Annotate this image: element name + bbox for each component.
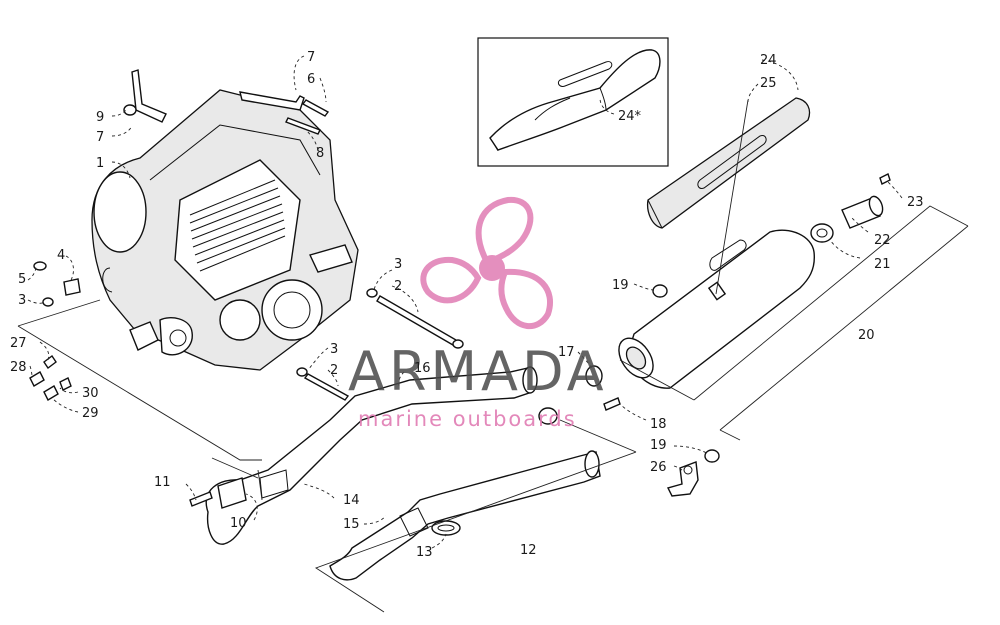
washer-5 <box>33 261 47 271</box>
grommet-19-lower <box>704 449 720 463</box>
callout-1: 1 <box>96 156 104 171</box>
callout-30: 30 <box>82 386 99 401</box>
callout-19-lower: 19 <box>650 438 667 453</box>
callout-2-right: 2 <box>394 279 402 294</box>
callout-28: 28 <box>10 360 27 375</box>
mount-strap <box>239 91 305 111</box>
callout-11: 11 <box>154 475 171 490</box>
leader-lines <box>27 55 903 549</box>
head-pipe-14 <box>205 366 538 545</box>
callout-7-top: 7 <box>307 50 315 65</box>
bolt-11 <box>189 491 213 507</box>
engine-assembly <box>91 89 359 371</box>
propeller-logo <box>420 196 553 330</box>
callout-22: 22 <box>874 233 891 248</box>
callout-27: 27 <box>10 336 27 351</box>
stud-27 <box>43 354 57 370</box>
inset-heat-shield-box <box>477 37 669 167</box>
callout-4: 4 <box>57 248 65 263</box>
callout-24-star: 24* <box>618 109 642 124</box>
callout-19-upper: 19 <box>612 278 629 293</box>
callout-2-lower: 2 <box>330 363 338 378</box>
callout-21: 21 <box>874 257 891 272</box>
callout-3-right: 3 <box>394 257 402 272</box>
washer-30 <box>59 377 72 391</box>
mid-pipe-15 <box>329 450 601 581</box>
callout-23: 23 <box>907 195 924 210</box>
callout-labels: 1 9 7 4 5 3 7 6 8 3 2 3 2 27 28 30 29 11… <box>10 50 924 560</box>
callout-3-lower: 3 <box>330 342 338 357</box>
callout-29: 29 <box>82 406 99 421</box>
callout-26: 26 <box>650 460 667 475</box>
callout-3-left: 3 <box>18 293 26 308</box>
nut-28 <box>29 371 45 387</box>
clamp-16 <box>538 407 558 425</box>
callout-5: 5 <box>18 272 26 287</box>
nut-29 <box>43 385 59 401</box>
washer-3-lower <box>296 367 308 377</box>
screw-23 <box>879 173 891 185</box>
heat-shield-24 <box>646 97 811 229</box>
grommet-19-upper <box>652 284 668 298</box>
gasket-21 <box>810 223 834 243</box>
mount-bolt-6 <box>301 99 330 117</box>
callout-12: 12 <box>520 543 537 558</box>
bolt-head-2 <box>452 339 464 349</box>
callout-10: 10 <box>230 516 247 531</box>
callout-16: 16 <box>414 361 431 376</box>
callout-18: 18 <box>650 417 667 432</box>
spacer-4 <box>63 278 81 296</box>
watermark-subtitle: marine outboards <box>358 407 577 431</box>
callout-25: 25 <box>760 76 777 91</box>
bolt-2-lower <box>303 373 350 401</box>
spark-arrestor-22 <box>841 195 884 229</box>
callout-14: 14 <box>343 493 360 508</box>
callout-7-left: 7 <box>96 130 104 145</box>
callout-13: 13 <box>416 545 433 560</box>
callout-17: 17 <box>558 345 575 360</box>
clamp-17 <box>585 365 603 387</box>
callout-15: 15 <box>343 517 360 532</box>
mount-nut <box>123 104 137 116</box>
watermark-title: ARMADA <box>348 340 608 403</box>
mount-bolt-7 <box>285 117 321 135</box>
assembly-guide-lines <box>17 205 969 613</box>
pin-25-line <box>715 99 749 295</box>
watermark: ARMADA marine outboards <box>348 196 608 431</box>
mount-bracket-26 <box>666 461 699 497</box>
callout-6: 6 <box>307 72 315 87</box>
muffler-20 <box>618 229 816 389</box>
washer-3-right <box>366 288 378 298</box>
callout-24: 24 <box>760 53 777 68</box>
washer-3-left <box>42 297 54 307</box>
engine-mount-bracket <box>131 69 167 123</box>
cylinder-fins <box>189 179 286 272</box>
callout-8: 8 <box>316 146 324 161</box>
flange-10 <box>217 477 247 509</box>
clamp-13 <box>431 520 461 536</box>
callout-9: 9 <box>96 110 104 125</box>
callout-20: 20 <box>858 328 875 343</box>
